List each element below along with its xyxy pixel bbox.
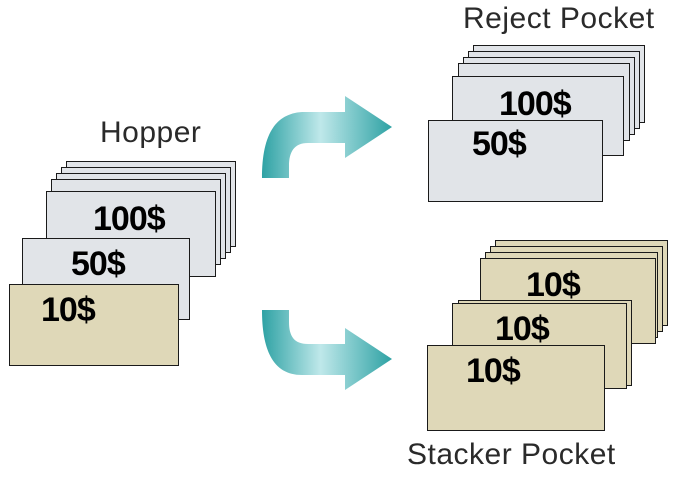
stacker-pocket-label: Stacker Pocket [407,438,616,471]
hopper-label: Hopper [100,116,202,149]
banknote-amount: 100$ [93,200,166,238]
banknote-amount: 50$ [71,245,126,283]
banknote-amount: 50$ [472,125,527,163]
banknote: 10$ [9,284,179,366]
banknote: 50$ [428,120,603,202]
banknote-amount: 10$ [466,352,521,390]
banknote-amount: 10$ [495,310,550,348]
banknote-amount: 100$ [499,85,572,123]
reject-pocket-label: Reject Pocket [463,2,655,35]
banknote: 10$ [427,345,605,431]
banknote-amount: 10$ [41,291,96,329]
banknote-amount: 10$ [526,266,581,304]
